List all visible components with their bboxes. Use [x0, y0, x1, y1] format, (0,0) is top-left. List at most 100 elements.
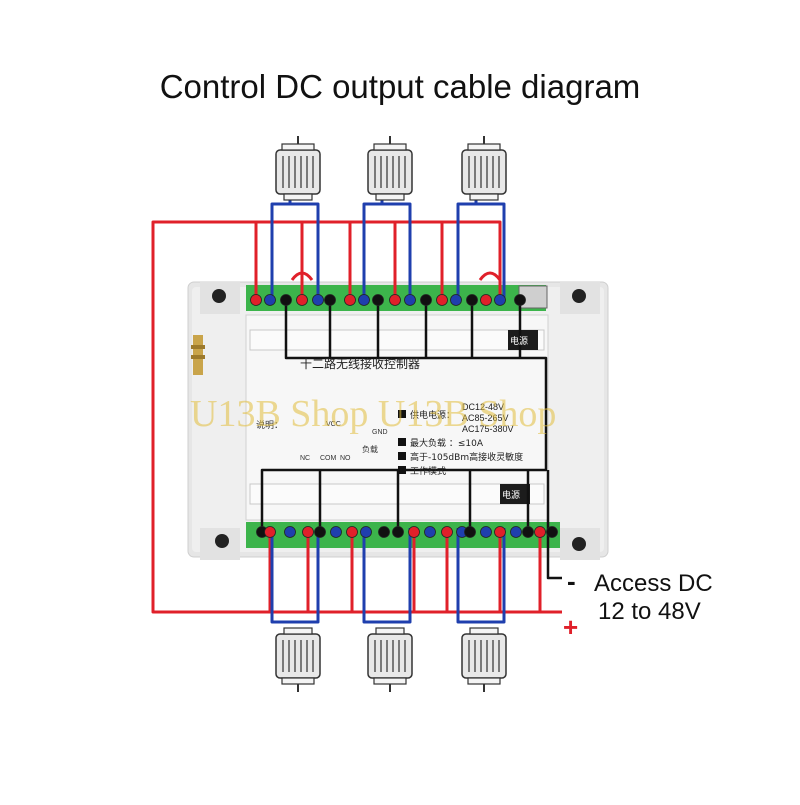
- terminal-screw-icon: [312, 294, 324, 306]
- terminal-screw-icon: [358, 294, 370, 306]
- motor-icon: [367, 136, 413, 201]
- terminal-screw-icon: [346, 526, 358, 538]
- terminal-screw-icon: [264, 294, 276, 306]
- bottom-terminal-tag: 电源: [502, 489, 520, 501]
- motor-base: [281, 143, 315, 151]
- black-supply-wire: [546, 470, 562, 580]
- mount-hole-icon: [572, 289, 586, 303]
- power-minus-sign: -: [567, 566, 576, 596]
- panel-heading: 十二路无线接收控制器: [300, 356, 420, 371]
- direction-arrow: [478, 271, 502, 281]
- motors: [275, 136, 507, 692]
- label-com: COM: [320, 455, 337, 462]
- terminal-screw-icon: [324, 294, 336, 306]
- terminal-screw-icon: [534, 526, 546, 538]
- terminal-screw-icon: [466, 294, 478, 306]
- motor-base: [467, 143, 501, 151]
- spec-power-label: 供电电源：: [410, 409, 455, 421]
- power-label-line1: Access DC: [594, 570, 713, 597]
- terminal-screw-icon: [494, 526, 506, 538]
- motor-icon: [461, 627, 507, 692]
- red-supply-wire: [442, 220, 502, 300]
- black-common-wire: [260, 300, 548, 528]
- motor-icon: [275, 627, 321, 692]
- terminal-screw-icon: [522, 526, 534, 538]
- terminal-screw-icon: [314, 526, 326, 538]
- spec-load: 最大负载 ：≤10A: [410, 437, 484, 449]
- motor-base: [281, 677, 315, 685]
- terminal-screw-icon: [404, 294, 416, 306]
- terminal-screw-icon: [296, 294, 308, 306]
- label-nc: NC: [300, 455, 310, 462]
- terminal-screw-icon: [284, 526, 296, 538]
- motor-cap: [375, 193, 405, 201]
- wires: [151, 196, 562, 624]
- motor-cap: [375, 627, 405, 635]
- direction-arrow: [290, 271, 314, 281]
- motor-icon: [461, 136, 507, 201]
- terminal-screw-icon: [378, 526, 390, 538]
- terminal-screw-icon: [360, 526, 372, 538]
- blue-motor-wire: [270, 202, 320, 300]
- blue-motor-wire: [456, 202, 506, 300]
- motor-cap: [283, 627, 313, 635]
- motor-cap: [469, 627, 499, 635]
- terminal-screw-icon: [450, 294, 462, 306]
- terminal-screw-icon: [330, 526, 342, 538]
- motor-cap: [469, 193, 499, 201]
- terminal-screw-icon: [464, 526, 476, 538]
- power-label-line2: 12 to 48V: [598, 598, 701, 625]
- spec-power-value-1: DC12-48V: [462, 402, 504, 412]
- terminal-screw-icon: [408, 526, 420, 538]
- spec-power-value-3: AC175-380V: [462, 424, 514, 434]
- blue-motor-wire: [362, 528, 412, 624]
- mount-hole-icon: [572, 537, 586, 551]
- terminal-screw-icon: [424, 526, 436, 538]
- terminal-screw-icon: [302, 526, 314, 538]
- terminal-screw-icon: [441, 526, 453, 538]
- page-title: Control DC output cable diagram: [159, 68, 641, 105]
- label-no: NO: [340, 455, 351, 462]
- motor-base: [373, 143, 407, 151]
- terminal-screw-icon: [480, 526, 492, 538]
- motor-icon: [367, 627, 413, 692]
- terminal-screw-icon: [250, 294, 262, 306]
- terminal-screw-icon: [264, 526, 276, 538]
- label-gnd: GND: [372, 429, 388, 436]
- blue-motor-wire: [456, 528, 506, 624]
- motor-base: [373, 677, 407, 685]
- label-vcc: VCC: [326, 421, 341, 428]
- watermark: U13B Shop U13B Shop: [190, 393, 557, 435]
- power-plus-sign: +: [563, 612, 579, 642]
- terminal-screw-icon: [280, 294, 292, 306]
- top-terminal-tag: 电源: [510, 335, 528, 347]
- terminal-screw-icon: [392, 526, 404, 538]
- motor-cap: [283, 193, 313, 201]
- terminal-screw-icon: [436, 294, 448, 306]
- spec-mode: 工作模式: [410, 465, 446, 477]
- spec-sensitivity: 高于-105dBm高接收灵敏度: [410, 451, 523, 463]
- terminal-screw-icon: [420, 294, 432, 306]
- motor-icon: [275, 136, 321, 201]
- terminal-screw-icon: [389, 294, 401, 306]
- terminals: [250, 294, 558, 538]
- terminal-screw-icon: [480, 294, 492, 306]
- terminal-screw-icon: [514, 294, 526, 306]
- terminal-screw-icon: [494, 294, 506, 306]
- antenna-icon: [191, 335, 205, 375]
- terminal-screw-icon: [344, 294, 356, 306]
- motor-base: [467, 677, 501, 685]
- red-supply-wire: [151, 220, 562, 614]
- blue-motor-wire: [362, 202, 412, 300]
- spec-power-value-2: AC85-265V: [462, 413, 509, 423]
- terminal-screw-icon: [510, 526, 522, 538]
- mount-hole-icon: [212, 289, 226, 303]
- label-load: 负载: [362, 444, 378, 454]
- terminal-screw-icon: [372, 294, 384, 306]
- desc-label: 说明：: [256, 419, 283, 431]
- blue-motor-wire: [270, 528, 320, 624]
- mount-hole-icon: [215, 534, 229, 548]
- terminal-screw-icon: [546, 526, 558, 538]
